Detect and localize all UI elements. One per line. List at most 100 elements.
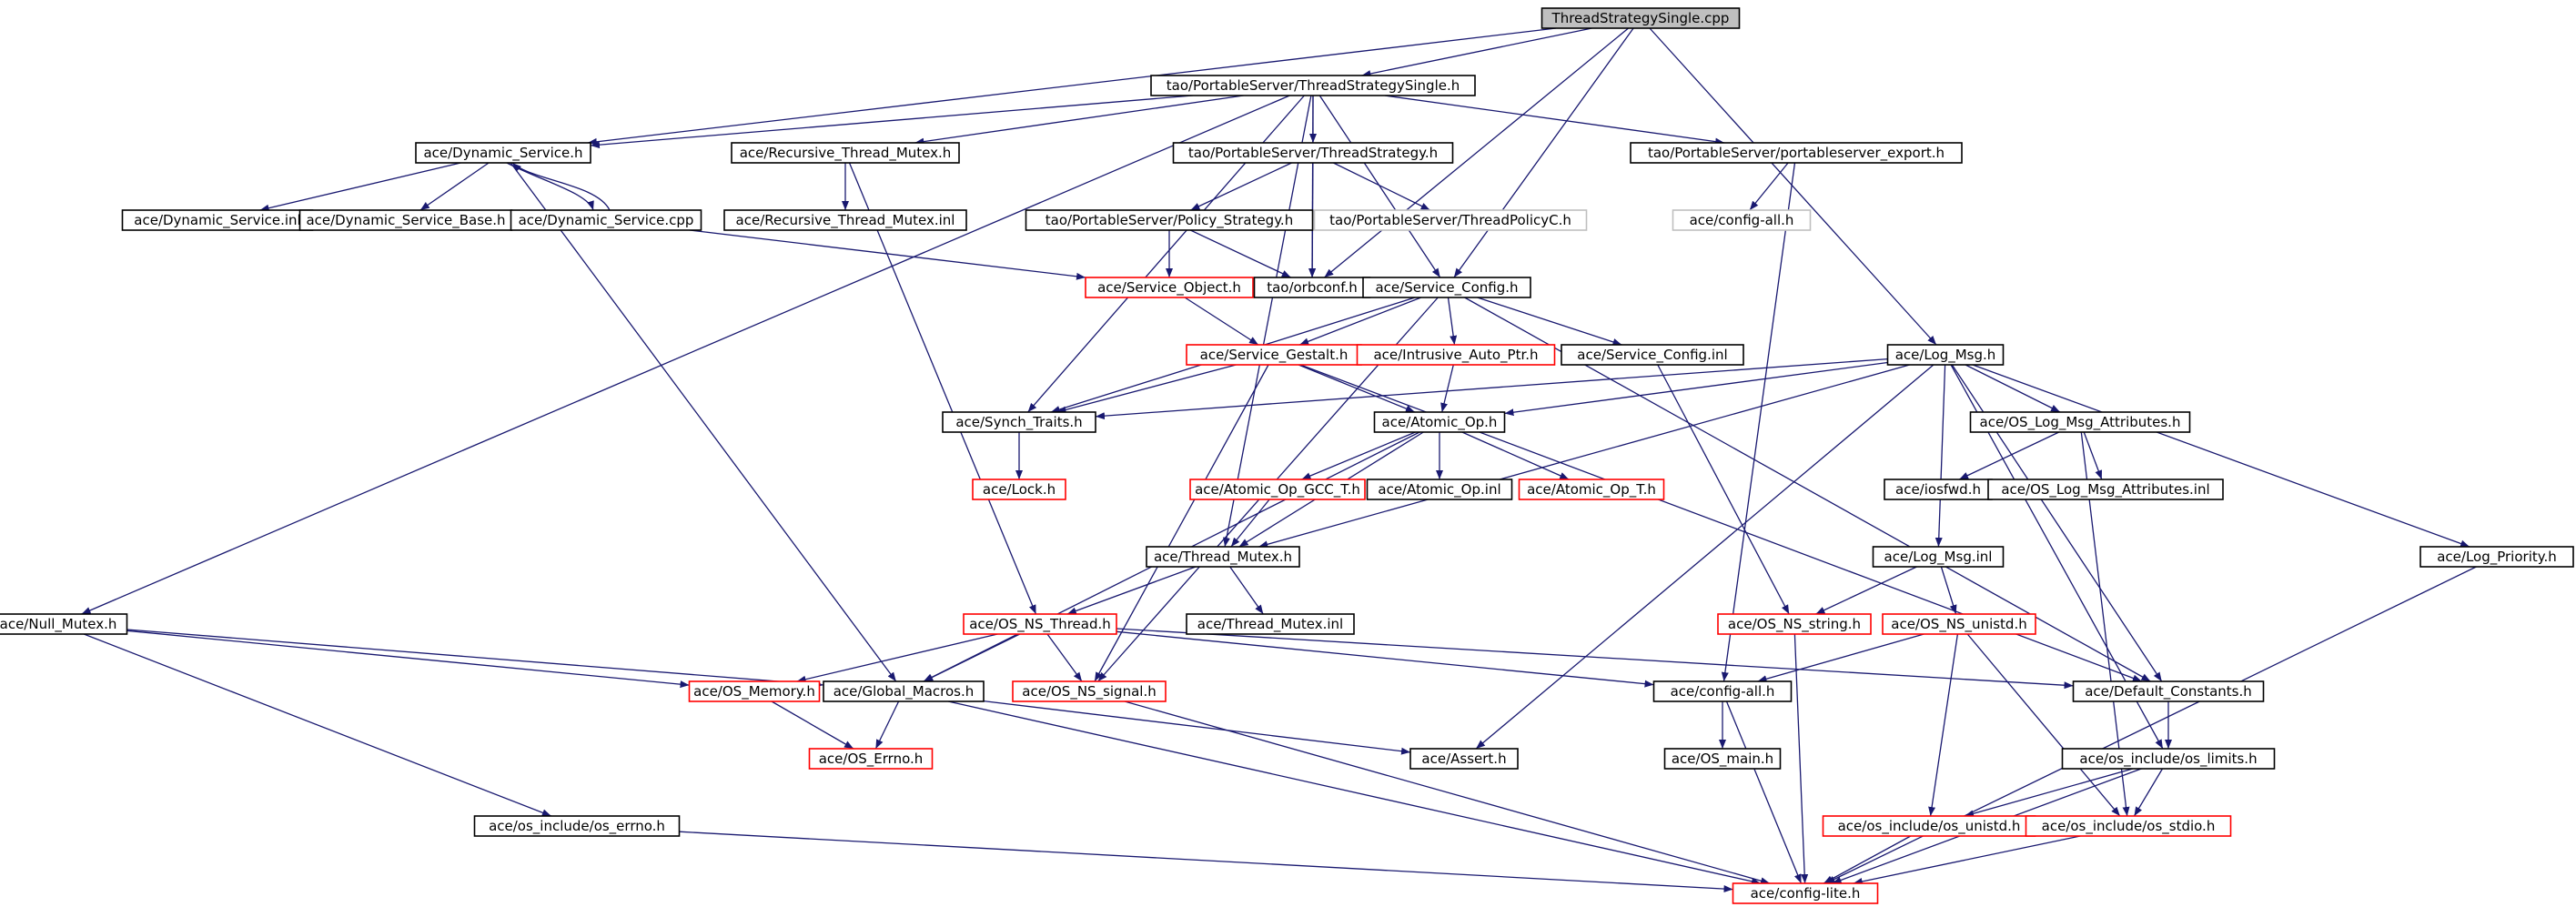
header-file-node[interactable]: tao/PortableServer/ThreadStrategy.h	[1172, 142, 1454, 164]
header-file-node[interactable]: ace/Intrusive_Auto_Ptr.h	[1356, 344, 1556, 366]
header-file-node[interactable]: ace/Null_Mutex.h	[0, 613, 128, 635]
node-box[interactable]	[731, 142, 960, 164]
node-box[interactable]	[0, 613, 128, 635]
dependency-edge	[1229, 566, 1264, 615]
node-box[interactable]	[1356, 344, 1556, 366]
header-file-node[interactable]: ace/Dynamic_Service.inl	[121, 209, 314, 231]
header-file-node[interactable]: ace/os_include/os_errno.h	[473, 815, 681, 837]
node-box[interactable]	[1886, 344, 2005, 366]
node-box[interactable]	[1025, 209, 1314, 231]
header-file-node[interactable]: tao/PortableServer/ThreadPolicyC.h	[1313, 209, 1588, 231]
root-file-node[interactable]: ThreadStrategySingle.cpp	[1541, 7, 1741, 29]
node-box[interactable]	[1663, 748, 1782, 770]
node-box[interactable]	[1189, 479, 1366, 500]
header-file-node[interactable]: ace/Default_Constants.h	[2072, 680, 2265, 702]
node-box[interactable]	[1672, 209, 1812, 231]
header-file-node[interactable]: ace/Assert.h	[1409, 748, 1519, 770]
header-file-node[interactable]: ace/config-lite.h	[1732, 882, 1879, 904]
node-box[interactable]	[1882, 613, 2036, 635]
node-box[interactable]	[1146, 546, 1300, 568]
node-box[interactable]	[1969, 411, 2191, 433]
node-box[interactable]	[1366, 479, 1513, 500]
node-box[interactable]	[415, 142, 591, 164]
node-box[interactable]	[1085, 277, 1254, 298]
header-file-node[interactable]: ace/OS_NS_signal.h	[1012, 680, 1167, 702]
node-box[interactable]	[1518, 479, 1665, 500]
node-box[interactable]	[1732, 882, 1879, 904]
node-box[interactable]	[1717, 613, 1872, 635]
header-file-node[interactable]: ace/OS_Log_Msg_Attributes.h	[1969, 411, 2191, 433]
header-file-node[interactable]: ace/Global_Macros.h	[823, 680, 985, 702]
header-file-node[interactable]: tao/orbconf.h	[1253, 277, 1371, 298]
header-file-node[interactable]: tao/PortableServer/Policy_Strategy.h	[1025, 209, 1314, 231]
header-file-node[interactable]: ace/Atomic_Op_T.h	[1518, 479, 1665, 500]
header-file-node[interactable]: ace/OS_main.h	[1663, 748, 1782, 770]
node-box[interactable]	[1172, 142, 1454, 164]
node-box[interactable]	[1561, 344, 1744, 366]
header-file-node[interactable]: ace/Thread_Mutex.h	[1146, 546, 1300, 568]
header-file-node[interactable]: ace/Service_Config.h	[1362, 277, 1531, 298]
header-file-node[interactable]: ace/Thread_Mutex.inl	[1186, 613, 1355, 635]
header-file-node[interactable]: ace/Synch_Traits.h	[942, 411, 1096, 433]
header-file-node[interactable]: ace/Log_Priority.h	[2419, 546, 2574, 568]
node-box[interactable]	[473, 815, 681, 837]
header-file-node[interactable]: ace/Recursive_Thread_Mutex.inl	[723, 209, 967, 231]
header-file-node[interactable]: ace/Service_Config.inl	[1561, 344, 1744, 366]
header-file-node[interactable]: ace/Recursive_Thread_Mutex.h	[731, 142, 960, 164]
header-file-node[interactable]: ace/os_include/os_stdio.h	[2025, 815, 2232, 837]
header-file-node[interactable]: ace/iosfwd.h	[1884, 479, 1993, 500]
header-file-node[interactable]: ace/Lock.h	[972, 479, 1066, 500]
node-box[interactable]	[808, 748, 934, 770]
node-box[interactable]	[1652, 680, 1793, 702]
dependency-arrow	[983, 700, 1411, 755]
header-file-node[interactable]: ace/Atomic_Op.h	[1373, 411, 1506, 433]
node-box[interactable]	[1373, 411, 1506, 433]
node-box[interactable]	[510, 209, 702, 231]
node-box[interactable]	[963, 613, 1117, 635]
dependency-arrow	[1095, 358, 1888, 420]
header-file-node[interactable]: ace/Dynamic_Service_Base.h	[298, 209, 513, 231]
header-file-node[interactable]: ace/Service_Object.h	[1085, 277, 1254, 298]
node-box[interactable]	[1987, 479, 2224, 500]
header-file-node[interactable]: ace/Atomic_Op_GCC_T.h	[1189, 479, 1366, 500]
node-box[interactable]	[1409, 748, 1519, 770]
header-file-node[interactable]: ace/os_include/os_limits.h	[2061, 748, 2276, 770]
dependency-edge	[848, 162, 1037, 615]
node-box[interactable]	[1186, 613, 1355, 635]
node-box[interactable]	[1541, 7, 1741, 29]
node-box[interactable]	[1362, 277, 1531, 298]
node-box[interactable]	[972, 479, 1066, 500]
header-file-node[interactable]: ace/Atomic_Op.inl	[1366, 479, 1513, 500]
header-file-node[interactable]: ace/OS_Log_Msg_Attributes.inl	[1987, 479, 2224, 500]
node-box[interactable]	[1150, 75, 1476, 96]
header-file-node[interactable]: ace/OS_NS_unistd.h	[1882, 613, 2036, 635]
header-file-node[interactable]: ace/Log_Msg.inl	[1872, 546, 2005, 568]
node-box[interactable]	[688, 680, 821, 702]
node-box[interactable]	[2025, 815, 2232, 837]
header-file-node[interactable]: ace/OS_Errno.h	[808, 748, 934, 770]
node-box[interactable]	[2072, 680, 2265, 702]
node-box[interactable]	[1630, 142, 1963, 164]
header-file-node[interactable]: ace/Dynamic_Service.h	[415, 142, 591, 164]
header-file-node[interactable]: ace/Service_Gestalt.h	[1186, 344, 1362, 366]
header-file-node[interactable]: ace/config-all.h	[1652, 680, 1793, 702]
header-file-node[interactable]: ace/OS_Memory.h	[688, 680, 821, 702]
node-label: ace/Log_Priority.h	[2437, 549, 2557, 566]
header-file-node[interactable]: ace/OS_NS_Thread.h	[963, 613, 1117, 635]
header-file-node[interactable]: ace/os_include/os_unistd.h	[1822, 815, 2036, 837]
header-file-node[interactable]: tao/PortableServer/ThreadStrategySingle.…	[1150, 75, 1476, 96]
node-box[interactable]	[2419, 546, 2574, 568]
header-file-node[interactable]: ace/OS_NS_string.h	[1717, 613, 1872, 635]
header-file-node[interactable]: tao/PortableServer/portableserver_export…	[1630, 142, 1963, 164]
node-box[interactable]	[1872, 546, 2005, 568]
node-box[interactable]	[942, 411, 1096, 433]
node-box[interactable]	[1313, 209, 1588, 231]
header-file-node[interactable]: ace/config-all.h	[1672, 209, 1812, 231]
node-box[interactable]	[1012, 680, 1167, 702]
node-box[interactable]	[2061, 748, 2276, 770]
header-file-node[interactable]: ace/Log_Msg.h	[1886, 344, 2005, 366]
node-box[interactable]	[823, 680, 985, 702]
node-box[interactable]	[723, 209, 967, 231]
header-file-node[interactable]: ace/Dynamic_Service.cpp	[510, 209, 702, 231]
dependency-arrow	[1116, 628, 2074, 690]
